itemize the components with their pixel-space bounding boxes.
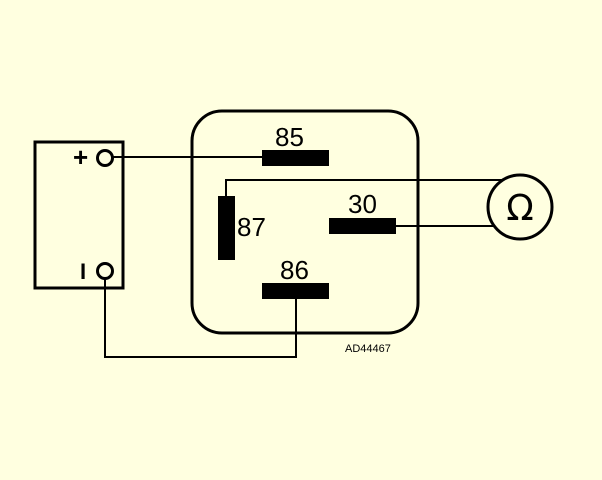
pin-30-label: 30: [348, 189, 377, 219]
battery-positive-terminal: [96, 149, 114, 167]
ohmmeter-body: [486, 173, 554, 241]
battery-negative-terminal: [96, 262, 114, 280]
ohm-icon: Ω: [506, 188, 534, 229]
wires: [104, 156, 505, 358]
relay: 85 87 30 86: [190, 109, 420, 335]
battery: + I: [33, 140, 125, 290]
pin-87-label: 87: [237, 212, 266, 242]
pin-85-label: 85: [275, 122, 304, 152]
wire-negative-to-86: [104, 279, 297, 358]
battery-body: [33, 140, 125, 290]
relay-pin-87: [218, 196, 235, 260]
battery-positive-sign: +: [73, 142, 88, 172]
relay-pin-30: [329, 218, 396, 234]
ohmmeter: Ω: [486, 173, 554, 241]
battery-negative-sign: I: [80, 259, 86, 284]
reference-code: AD44467: [345, 343, 391, 355]
wire-87-to-meter: [225, 179, 505, 197]
relay-pin-85: [262, 150, 329, 166]
pin-86-label: 86: [280, 255, 309, 285]
relay-body: [190, 109, 420, 335]
relay-pin-86: [262, 283, 329, 299]
